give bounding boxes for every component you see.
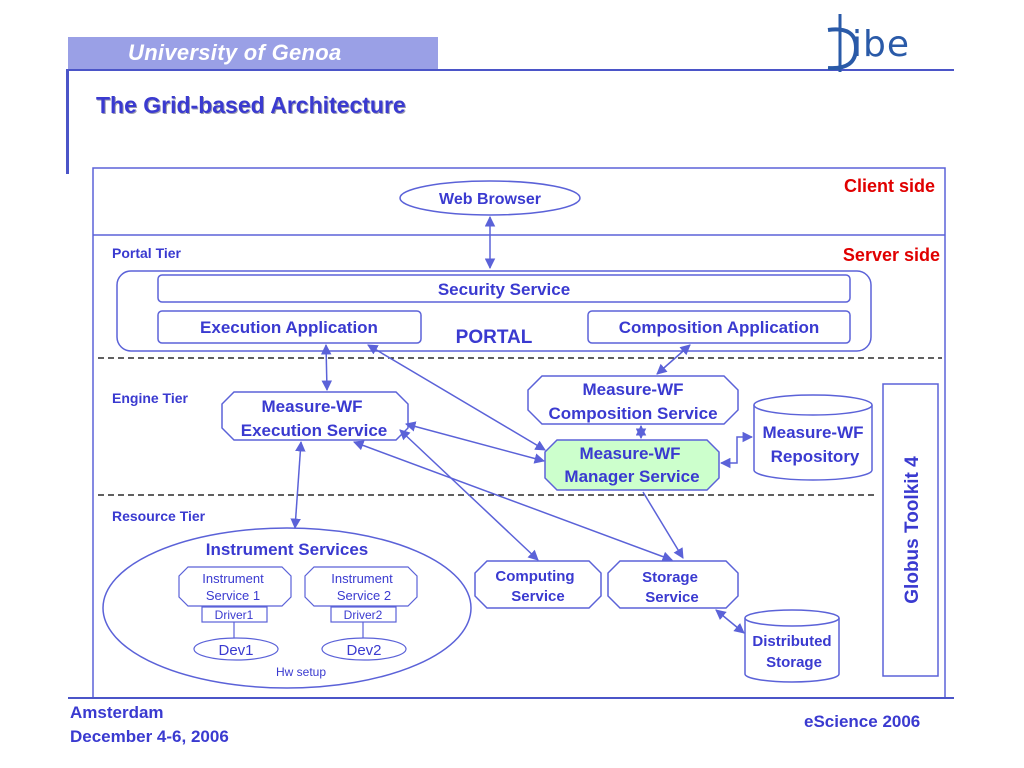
computing-service-node bbox=[474, 560, 602, 609]
dev1-node bbox=[193, 637, 279, 661]
driver2-label: Driver2 bbox=[344, 608, 383, 622]
dev2-node bbox=[321, 637, 407, 661]
instrument-service-1-line2: Service 1 bbox=[206, 588, 260, 603]
security-service-label: Security Service bbox=[438, 280, 570, 299]
client-side-label: Client side bbox=[844, 176, 935, 196]
dev1-label: Dev1 bbox=[218, 642, 253, 659]
instrument-services-label: Instrument Services bbox=[206, 540, 369, 559]
storage-service-node bbox=[607, 560, 739, 609]
execution-application-label: Execution Application bbox=[200, 318, 378, 337]
compapp-compservice-arrow bbox=[656, 344, 691, 375]
instrument-service-1-line1: Instrument bbox=[202, 571, 264, 586]
globus-toolkit-node bbox=[882, 383, 939, 677]
distributed-storage-line1: Distributed bbox=[752, 633, 831, 650]
logo-text: ibe bbox=[852, 24, 911, 65]
header-rule bbox=[68, 69, 954, 71]
distributed-storage-top bbox=[744, 609, 840, 627]
execservice-storage-arrow bbox=[353, 440, 673, 562]
dibe-logo-icon bbox=[827, 14, 859, 72]
footer-event: eScience 2006 bbox=[804, 712, 921, 731]
composition-service-line1: Measure-WF bbox=[582, 380, 683, 399]
computing-service-line2: Service bbox=[511, 588, 564, 605]
slide-title: The Grid-based Architecture bbox=[96, 92, 406, 118]
storage-service-line1: Storage bbox=[642, 569, 698, 586]
server-side-label: Server side bbox=[843, 245, 940, 265]
footer-rule bbox=[68, 697, 954, 699]
web-browser-node bbox=[399, 180, 581, 216]
portal-tier-label: Portal Tier bbox=[112, 245, 182, 261]
instrument-service-1-node bbox=[178, 566, 292, 607]
repository-line1: Measure-WF bbox=[762, 423, 863, 442]
storage-service-line2: Service bbox=[645, 589, 698, 606]
security-service-node bbox=[157, 274, 851, 303]
repository-node bbox=[753, 405, 873, 481]
execution-application-node bbox=[157, 310, 422, 344]
hw-setup-label: Hw setup bbox=[276, 665, 326, 679]
manager-repository-arrow bbox=[719, 431, 754, 469]
composition-application-label: Composition Application bbox=[619, 318, 820, 337]
execservice-instrument-arrow bbox=[290, 440, 306, 530]
portal-label: PORTAL bbox=[456, 327, 533, 348]
university-name: University of Genoa bbox=[128, 40, 342, 65]
composition-application-node bbox=[587, 310, 851, 344]
web-browser-label: Web Browser bbox=[439, 191, 541, 208]
computing-service-line1: Computing bbox=[495, 568, 574, 585]
footer-location: Amsterdam bbox=[70, 703, 164, 722]
execution-service-line1: Measure-WF bbox=[261, 397, 362, 416]
header-banner bbox=[68, 37, 438, 69]
manager-storage-arrow bbox=[642, 491, 684, 559]
storage-distributed-arrow bbox=[715, 609, 745, 634]
manager-service-line1: Measure-WF bbox=[579, 444, 680, 463]
instrument-service-2-node bbox=[304, 566, 418, 607]
distributed-storage-node bbox=[744, 618, 840, 683]
composition-service-line2: Composition Service bbox=[548, 404, 717, 423]
execution-service-line2: Execution Service bbox=[241, 421, 387, 440]
engine-tier-label: Engine Tier bbox=[112, 390, 189, 406]
execapp-execservice-arrow bbox=[320, 343, 333, 392]
repository-line2: Repository bbox=[771, 447, 860, 466]
resource-tier-label: Resource Tier bbox=[112, 508, 206, 524]
distributed-storage-line2: Storage bbox=[766, 654, 822, 671]
footer-dates: December 4-6, 2006 bbox=[70, 727, 229, 746]
globus-toolkit-label: Globus Toolkit 4 bbox=[902, 456, 923, 604]
driver1-label: Driver1 bbox=[215, 608, 254, 622]
dev2-label: Dev2 bbox=[346, 642, 381, 659]
manager-service-line2: Manager Service bbox=[564, 467, 699, 486]
instrument-service-2-line1: Instrument bbox=[331, 571, 393, 586]
header-side-rule bbox=[66, 69, 69, 174]
repository-top bbox=[753, 394, 873, 416]
instrument-service-2-line2: Service 2 bbox=[337, 588, 391, 603]
